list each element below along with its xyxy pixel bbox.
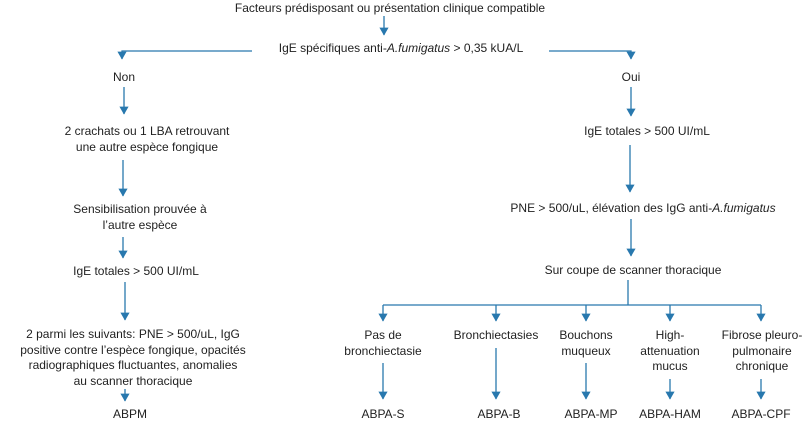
node-result-abpa-b: ABPA-B [477,407,521,421]
node-left-step-ige-total: IgE totales > 500 UI/mL [73,264,199,278]
branch-label-no-bronchiectasis: Pas de bronchiectasie [344,328,422,358]
node-left-step-criteria: 2 parmi les suivants: PNE > 500/uL, IgG … [20,327,246,388]
ige-test-pre: IgE spécifiques anti- [278,41,387,55]
branch-label-bronchiectasis: Bronchiectasies [453,328,539,342]
branch-label-mucus-plugs: Bouchons muqueux [559,328,613,358]
branch-label-high-attenuation-mucus: High- attenuation mucus [640,328,700,373]
node-title: Facteurs prédisposant ou présentation cl… [234,1,546,15]
node-ige-specific-test: IgE spécifiques anti-A.fumigatus > 0,35 … [279,41,523,57]
node-result-abpm: ABPM [112,407,148,421]
ige-test-species: A.fumigatus [386,41,451,55]
node-left-step-sensitization: Sensibilisation prouvée à l’autre espèce [73,202,207,232]
elbow-ige-test-to-oui [549,50,636,60]
ige-test-post: > 0,35 kUA/L [450,41,524,55]
node-right-step-ige-total: IgE totales > 500 UI/mL [584,124,710,138]
node-result-abpa-s: ABPA-S [361,407,405,421]
branch-label-chronic-pleuropulmonary-fibrosis: Fibrose pleuro- pulmonaire chronique [721,328,803,373]
node-result-abpa-cpf: ABPA-CPF [731,407,791,421]
node-oui: Oui [621,70,641,84]
node-left-step-sputum: 2 crachats ou 1 LBA retrouvant une autre… [64,124,230,154]
elbow-ige-test-to-non [117,50,252,60]
node-result-abpa-mp: ABPA-MP [564,407,618,421]
pne-species: A.fumigatus [712,201,776,215]
node-right-step-ct-scan: Sur coupe de scanner thoracique [544,263,722,277]
node-result-abpa-ham: ABPA-HAM [639,407,701,421]
node-non: Non [112,70,136,84]
node-right-step-pne-igg: PNE > 500/uL, élévation des IgG anti-A.f… [510,201,776,215]
